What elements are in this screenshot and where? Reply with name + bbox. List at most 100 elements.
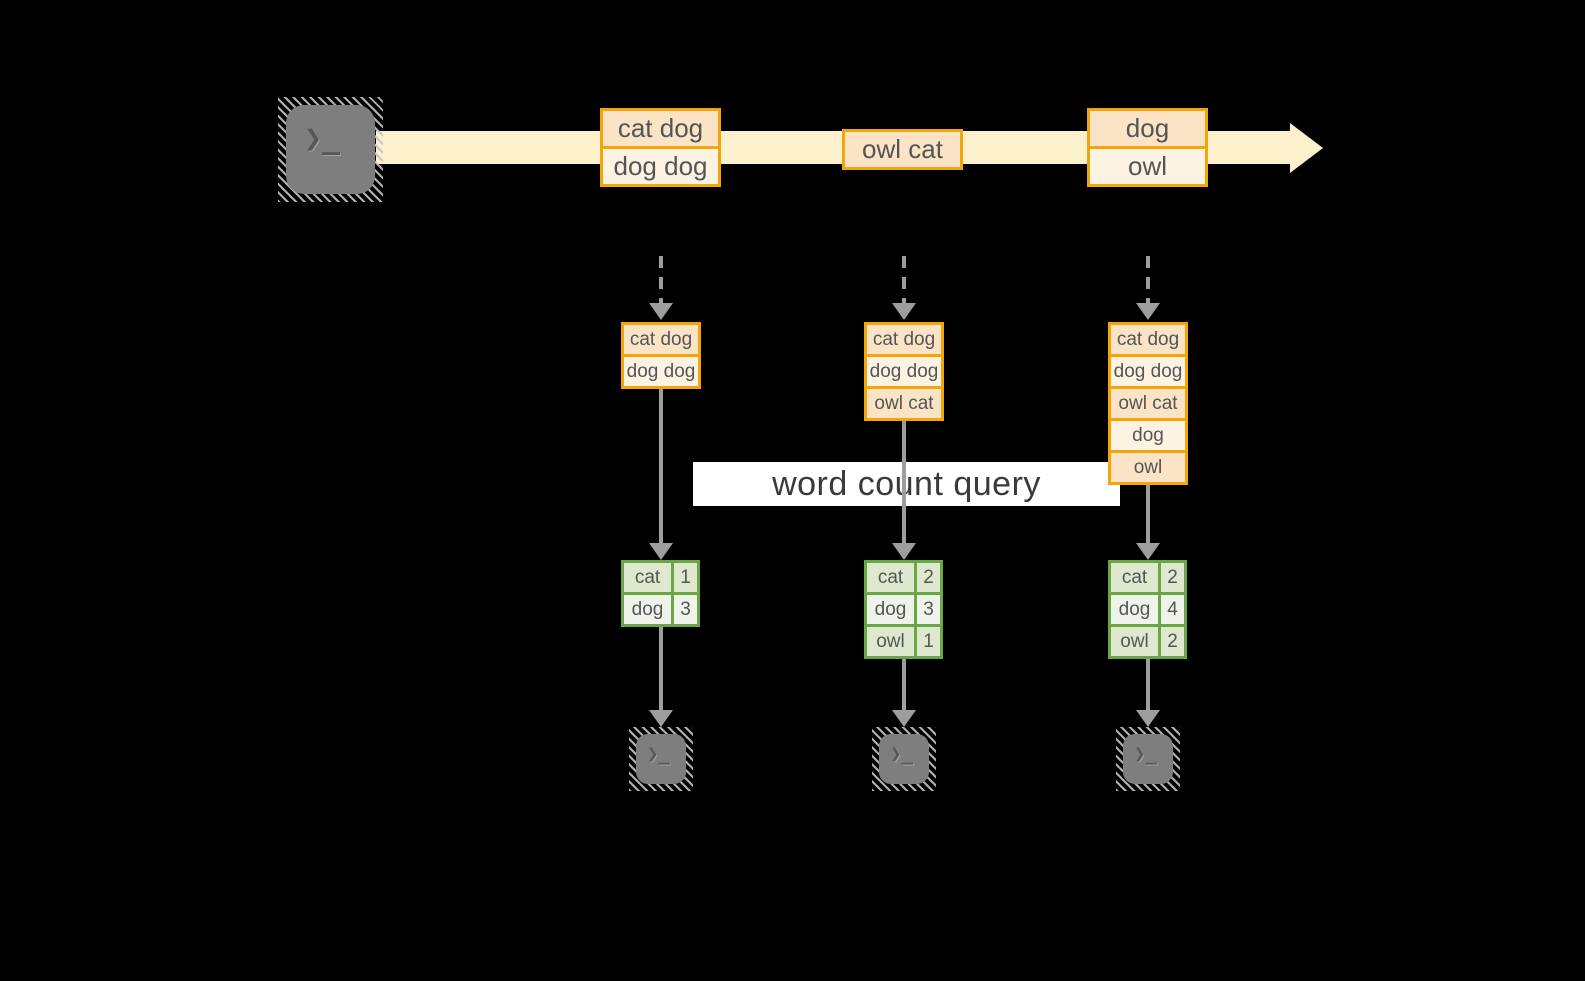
table-row: cat 1: [624, 563, 697, 592]
source-terminal-icon: ❯_: [278, 97, 383, 202]
buffer-stack: cat dog dog dog owl cat dog owl: [1108, 322, 1188, 485]
event-row-label: dog: [1125, 113, 1170, 143]
buffer-row-label: dog dog: [626, 360, 696, 382]
word-count-table: cat 2 dog 3 owl 1: [864, 560, 943, 659]
terminal-prompt-icon: ❯_: [1134, 743, 1157, 765]
terminal-prompt-icon: ❯_: [304, 121, 341, 156]
stream-arrowhead-icon: [1290, 123, 1323, 173]
event-row-label: owl cat: [862, 134, 943, 164]
query-arrow-line: [659, 388, 663, 543]
buffer-row: dog: [1111, 418, 1185, 450]
output-arrow-line: [1146, 658, 1150, 710]
query-banner: word count query: [693, 462, 1120, 506]
table-row: cat 2: [1111, 563, 1184, 592]
word-label: owl: [1120, 630, 1149, 652]
event-row: owl: [1090, 146, 1205, 184]
terminal-window-icon: ❯_: [879, 734, 929, 784]
word-label: dog: [1118, 598, 1151, 620]
count-cell: 1: [914, 627, 940, 656]
buffer-row: cat dog: [1111, 325, 1185, 354]
word-cell: dog: [1111, 595, 1158, 624]
terminal-window-icon: ❯_: [1123, 734, 1173, 784]
terminal-window-icon: ❯_: [286, 105, 375, 194]
buffer-row-label: dog dog: [869, 360, 939, 382]
table-row: dog 4: [1111, 592, 1184, 624]
buffer-row-label: owl cat: [1118, 392, 1178, 414]
output-arrow-line: [659, 626, 663, 710]
buffer-row-label: dog dog: [1113, 360, 1183, 382]
table-row: dog 3: [867, 592, 940, 624]
count-cell: 2: [1158, 563, 1184, 592]
count-cell: 3: [914, 595, 940, 624]
event-row: dog: [1090, 111, 1205, 146]
count-value: 3: [680, 598, 691, 620]
word-count-table: cat 2 dog 4 owl 2: [1108, 560, 1187, 659]
buffer-row-label: cat dog: [872, 328, 936, 350]
arrow-down-icon: [649, 543, 673, 560]
word-cell: cat: [867, 563, 914, 592]
table-row: owl 2: [1111, 624, 1184, 656]
count-cell: 2: [914, 563, 940, 592]
count-value: 2: [923, 566, 934, 588]
event-row: cat dog: [603, 111, 718, 146]
arrow-down-icon: [649, 710, 673, 727]
event-row: owl cat: [845, 132, 960, 167]
buffer-row: dog dog: [624, 354, 698, 386]
output-arrow-line: [902, 658, 906, 710]
buffer-row: owl cat: [867, 386, 941, 418]
buffer-stack: cat dog dog dog owl cat: [864, 322, 944, 421]
terminal-window-icon: ❯_: [636, 734, 686, 784]
buffer-row-label: dog: [1132, 424, 1164, 446]
word-cell: owl: [1111, 627, 1158, 656]
table-row: dog 3: [624, 592, 697, 624]
count-cell: 4: [1158, 595, 1184, 624]
count-value: 2: [1167, 566, 1178, 588]
word-cell: owl: [867, 627, 914, 656]
buffer-row: cat dog: [624, 325, 698, 354]
buffer-row-label: owl cat: [874, 392, 934, 414]
count-value: 2: [1167, 630, 1178, 652]
buffer-stack: cat dog dog dog: [621, 322, 701, 389]
count-cell: 2: [1158, 627, 1184, 656]
arrow-down-icon: [649, 303, 673, 320]
table-row: owl 1: [867, 624, 940, 656]
count-value: 1: [680, 566, 691, 588]
buffer-row: owl: [1111, 450, 1185, 482]
event-row-label: cat dog: [617, 113, 704, 143]
arrow-down-icon: [892, 543, 916, 560]
query-banner-label: word count query: [772, 464, 1041, 503]
word-count-table: cat 1 dog 3: [621, 560, 700, 627]
arrow-down-icon: [892, 710, 916, 727]
query-arrow-line: [1146, 484, 1150, 543]
word-cell: cat: [1111, 563, 1158, 592]
output-terminal-icon: ❯_: [1116, 727, 1180, 791]
word-label: dog: [874, 598, 907, 620]
word-cell: cat: [624, 563, 671, 592]
buffer-row: dog dog: [1111, 354, 1185, 386]
count-value: 3: [923, 598, 934, 620]
buffer-row-label: owl: [1133, 456, 1163, 478]
arrow-down-icon: [1136, 303, 1160, 320]
arrow-down-icon: [1136, 710, 1160, 727]
step-arrow-line: [659, 256, 663, 303]
buffer-row: dog dog: [867, 354, 941, 386]
terminal-prompt-icon: ❯_: [890, 743, 913, 765]
step-arrow-line: [902, 256, 906, 303]
query-arrow-line: [902, 420, 906, 543]
word-cell: dog: [867, 595, 914, 624]
word-label: cat: [877, 566, 904, 588]
step-arrow-line: [1146, 256, 1150, 303]
arrow-down-icon: [1136, 543, 1160, 560]
count-value: 1: [923, 630, 934, 652]
count-cell: 1: [671, 563, 697, 592]
buffer-row: owl cat: [1111, 386, 1185, 418]
count-cell: 3: [671, 595, 697, 624]
arrow-down-icon: [892, 303, 916, 320]
event-row: dog dog: [603, 146, 718, 184]
output-terminal-icon: ❯_: [629, 727, 693, 791]
word-cell: dog: [624, 595, 671, 624]
table-row: cat 2: [867, 563, 940, 592]
